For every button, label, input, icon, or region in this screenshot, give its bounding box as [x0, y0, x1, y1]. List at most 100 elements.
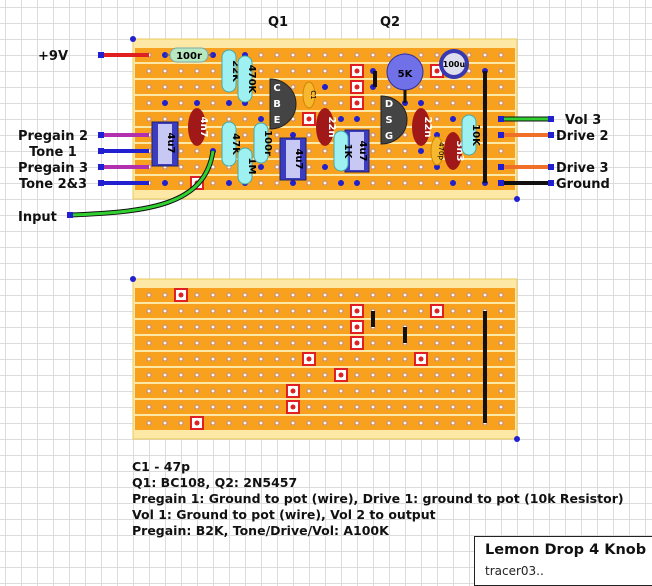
hole: [434, 52, 440, 58]
electrolytic-100u[interactable]: 100u: [439, 49, 469, 79]
capacitor-470p[interactable]: 470p: [430, 136, 445, 166]
resistor-label: 100r: [262, 130, 273, 156]
track-cut-dot: [354, 340, 360, 346]
hole: [290, 52, 296, 58]
hole: [386, 388, 392, 394]
resistor-1k[interactable]: 1K: [333, 130, 353, 172]
label-ground: Ground: [556, 177, 610, 192]
hole: [322, 356, 328, 362]
hole: [162, 84, 168, 90]
hole: [146, 404, 152, 410]
hole: [146, 372, 152, 378]
hole: [258, 420, 264, 426]
hole: [290, 324, 296, 330]
capacitor-label: 4u7: [165, 132, 176, 153]
layout-title: Lemon Drop 4 Knob: [485, 542, 647, 558]
transistor-q1[interactable]: C B E: [269, 78, 297, 130]
capacitor-label: C1: [309, 90, 317, 99]
hole: [178, 100, 184, 106]
resistor-label: 47K: [230, 133, 241, 156]
hole: [498, 372, 504, 378]
hole: [498, 404, 504, 410]
resistor-label: 1K: [342, 144, 353, 160]
hole: [370, 180, 376, 186]
hole: [274, 164, 280, 170]
hole: [210, 132, 216, 138]
hole: [434, 292, 440, 298]
electrolytic-4u7-c[interactable]: 4u7: [344, 129, 370, 173]
hole: [306, 388, 312, 394]
hole: [418, 308, 424, 314]
hole: [306, 372, 312, 378]
hole: [338, 340, 344, 346]
hole: [258, 388, 264, 394]
hole: [274, 180, 280, 186]
hole: [354, 420, 360, 426]
hole: [466, 404, 472, 410]
lead-dot: [450, 116, 456, 122]
note-line: Q1: BC108, Q2: 2N5457: [132, 475, 298, 490]
hole: [370, 164, 376, 170]
resistor-100r[interactable]: 100r: [165, 47, 213, 63]
capacitor-22n-b[interactable]: 22n: [412, 108, 433, 146]
corner-dot: [514, 436, 520, 442]
hole: [274, 356, 280, 362]
hole: [370, 340, 376, 346]
off-board-wires: [67, 52, 554, 218]
hole: [258, 340, 264, 346]
hole: [386, 292, 392, 298]
label-drive3: Drive 3: [556, 161, 609, 176]
electrolytic-4u7-a[interactable]: 4u7: [151, 121, 179, 167]
lead-dot: [322, 84, 328, 90]
hole: [146, 84, 152, 90]
hole: [418, 340, 424, 346]
hole: [274, 68, 280, 74]
hole: [306, 292, 312, 298]
hole: [306, 308, 312, 314]
resistor-22k[interactable]: 22K: [221, 49, 241, 93]
transistor-q2[interactable]: D S G: [380, 95, 408, 145]
lead-dot: [194, 100, 200, 106]
capacitor-c1[interactable]: C1: [302, 81, 317, 109]
capacitor-label: 22n: [326, 116, 337, 137]
capacitor-22n-a[interactable]: 22n: [316, 108, 337, 146]
hole: [402, 148, 408, 154]
hole: [242, 340, 248, 346]
hole: [210, 372, 216, 378]
resistor-100r-vertical[interactable]: 100r: [253, 122, 273, 164]
hole: [162, 292, 168, 298]
hole: [162, 68, 168, 74]
hole: [450, 420, 456, 426]
hole: [210, 420, 216, 426]
lead-dot: [258, 164, 264, 170]
corner-dot: [130, 36, 136, 42]
hole: [322, 308, 328, 314]
hole: [386, 52, 392, 58]
hole: [466, 340, 472, 346]
hole: [178, 116, 184, 122]
lead-dot: [338, 116, 344, 122]
capacitor-3n3[interactable]: 3n3: [444, 132, 465, 170]
hole: [242, 116, 248, 122]
resistor-1m[interactable]: 1M: [237, 147, 257, 185]
trimmer-5k[interactable]: 5K: [386, 53, 424, 103]
capacitor-4n7[interactable]: 4n7: [188, 108, 209, 146]
hole: [322, 292, 328, 298]
hole: [162, 324, 168, 330]
resistor-47k[interactable]: 47K: [221, 121, 241, 167]
resistor-10k[interactable]: 10K: [461, 114, 481, 156]
resistor-470k[interactable]: 470K: [237, 55, 257, 103]
hole: [210, 340, 216, 346]
hole: [354, 388, 360, 394]
lead-dot: [290, 180, 296, 186]
lead-dot: [354, 180, 360, 186]
wire-input[interactable]: [69, 150, 215, 217]
hole: [498, 52, 504, 58]
hole: [274, 292, 280, 298]
hole: [386, 308, 392, 314]
hole: [418, 180, 424, 186]
hole: [338, 308, 344, 314]
hole: [242, 132, 248, 138]
electrolytic-4u7-b[interactable]: 4u7: [279, 137, 307, 181]
hole: [226, 324, 232, 330]
